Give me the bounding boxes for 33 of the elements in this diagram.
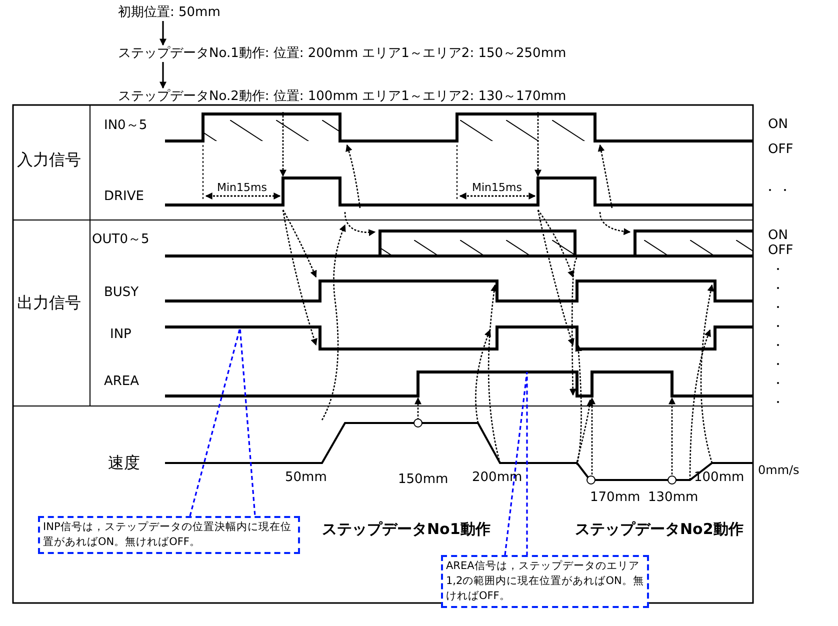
callout-note: INP信号は，ステップデータの位置決幅内に現在位置があればON。無ければOFF。 (38, 516, 300, 554)
timing-label: Min15ms (472, 180, 522, 195)
position-label: 100mm (694, 470, 744, 485)
signal-name: INP (110, 327, 132, 342)
position-label: 50mm (285, 470, 327, 485)
motion-title: ステップデータNo1動作 (322, 522, 490, 537)
signal-name: BUSY (104, 285, 139, 300)
step-text: 初期位置: 50mm (118, 5, 220, 20)
callout-note: AREA信号は，ステップデータのエリア1,2の範囲内に現在位置があればON。無ければOFF。 (441, 555, 649, 608)
step-text: ステップデータNo.2動作: 位置: 100mm エリア1～エリア2: 130～170mm (118, 89, 566, 104)
state-label: ON (768, 228, 788, 243)
group-label: 入力信号 (17, 152, 81, 167)
leader-line (504, 371, 528, 556)
arrow (160, 21, 166, 46)
motion-title: ステップデータNo2動作 (575, 522, 744, 537)
state-label: OFF (768, 142, 794, 157)
position-label: 200mm (472, 470, 522, 485)
signal-name: IN0～5 (104, 118, 148, 133)
axis-label: 0mm/s (758, 463, 800, 478)
step-text: ステップデータNo.1動作: 位置: 200mm エリア1～エリア2: 150～250mm (118, 46, 566, 61)
signal-name: DRIVE (104, 189, 144, 204)
timing-label: Min15ms (217, 180, 267, 195)
axis-label: 速度 (108, 455, 140, 470)
signal-name: AREA (104, 374, 140, 389)
leader-line (189, 327, 256, 516)
position-label: 130mm (648, 490, 698, 505)
arrow (160, 62, 166, 89)
state-label: OFF (768, 243, 794, 258)
position-label: 170mm (590, 490, 640, 505)
signal-name: OUT0～5 (92, 232, 150, 247)
position-label: 150mm (398, 472, 448, 487)
group-label: 出力信号 (17, 295, 81, 310)
state-label: ON (768, 117, 788, 132)
